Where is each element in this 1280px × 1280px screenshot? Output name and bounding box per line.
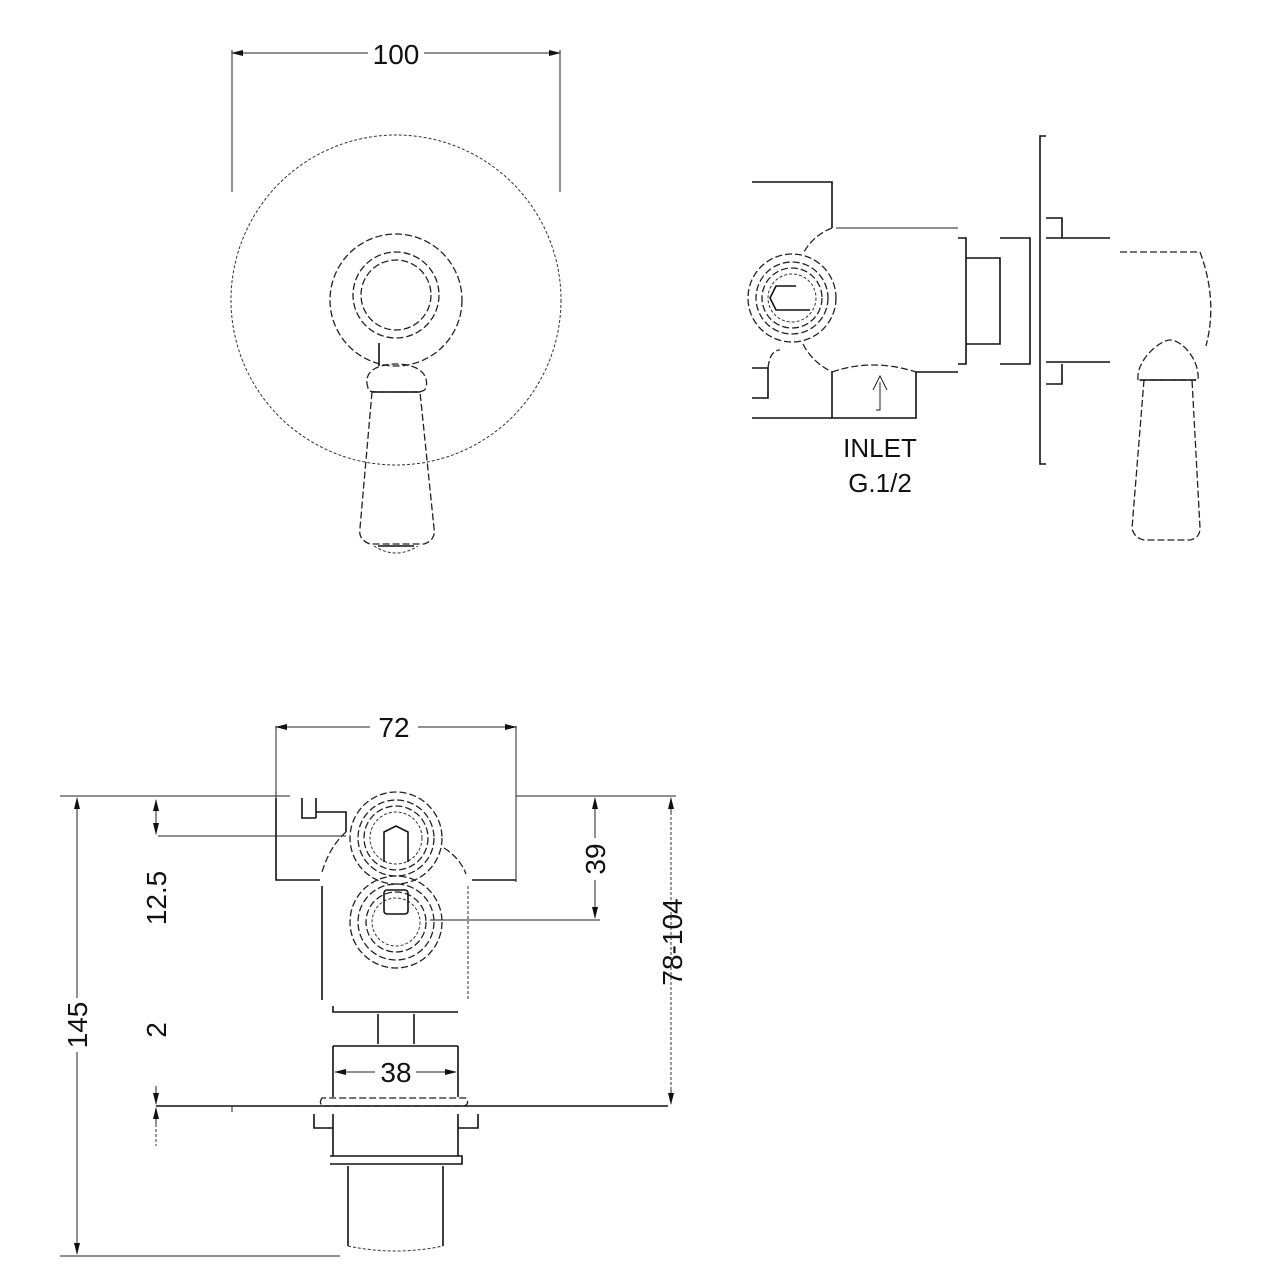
- dimension-label: 2: [141, 1022, 172, 1038]
- top-view: 72: [60, 712, 688, 1257]
- shroud: [1120, 251, 1212, 347]
- lower-port: [349, 875, 443, 969]
- dimension-label: 72: [378, 712, 409, 743]
- dimension-flange-width-38: 38: [334, 1057, 457, 1088]
- handle-boss-ring: [329, 233, 463, 367]
- dimension-label: 145: [62, 1002, 93, 1049]
- spindle-ring-outer: [352, 251, 440, 339]
- side-view: INLET G.1/2: [747, 135, 1212, 541]
- dimension-outlet-spacing-39: 39: [430, 797, 611, 921]
- dimension-label: 38: [380, 1057, 411, 1088]
- dimension-body-width-72: 72: [275, 712, 517, 882]
- inlet-label: INLET: [843, 433, 917, 463]
- lever-collar: [366, 363, 428, 393]
- lever-handle: [359, 391, 435, 545]
- dimension-label: 100: [373, 39, 420, 70]
- dimension-total-depth-145: 145: [60, 795, 340, 1257]
- outlet-port: [747, 253, 837, 343]
- inlet-thread-label: G.1/2: [848, 468, 912, 498]
- dimension-label: 12.5: [141, 871, 172, 926]
- side-lever-collar: [1137, 339, 1199, 381]
- cover-plate-outline: [230, 134, 562, 466]
- wall-plate: [1039, 135, 1046, 465]
- dimension-width-100: 100: [231, 39, 561, 192]
- upper-port: [349, 791, 443, 885]
- side-lever-handle: [1131, 379, 1201, 541]
- dimension-wall-depth-78-104: 78-104: [516, 795, 688, 1105]
- flow-arrow-icon: [872, 374, 888, 411]
- dimension-top-offset-12-5: 12.5: [141, 799, 346, 926]
- dimension-plate-gap-2: 2: [141, 1022, 172, 1146]
- spindle-ring-inner: [360, 259, 432, 331]
- front-view: 100: [230, 39, 562, 554]
- dimension-label: 39: [580, 843, 611, 874]
- dimension-label: 78-104: [657, 898, 688, 985]
